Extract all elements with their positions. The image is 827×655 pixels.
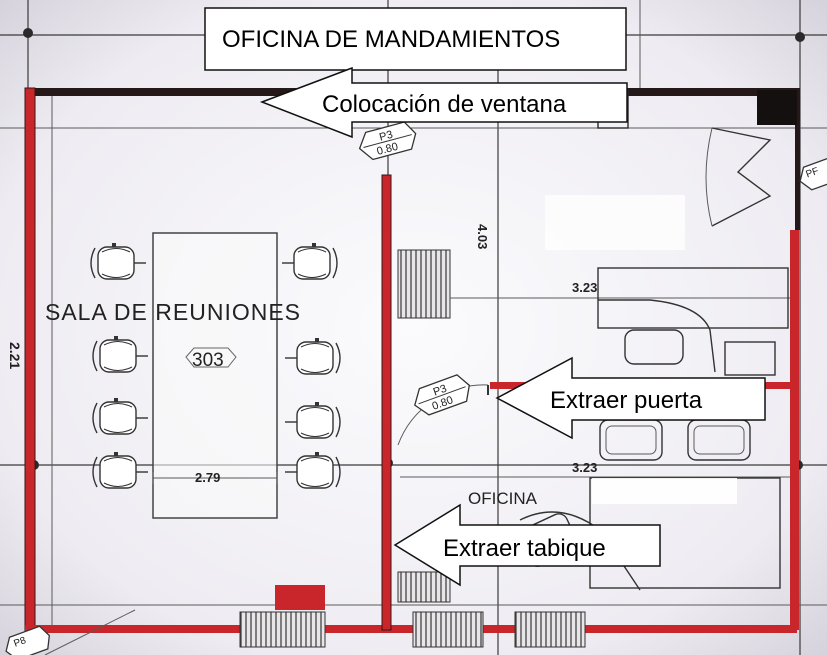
visitor-chair-inner <box>693 425 745 455</box>
visitor-chair-inner <box>605 425 657 455</box>
partition-note-callout: Extraer tabique <box>393 503 661 587</box>
tag-pf: PF <box>805 166 821 181</box>
office-label: OFICINA <box>468 489 538 508</box>
room-number: 303 <box>192 350 224 371</box>
door-tag-width: 0.80 <box>376 141 400 158</box>
door-tag: P3 0.80 <box>358 121 417 161</box>
hatched-block <box>397 571 451 603</box>
dimension-corridor: 4.03 <box>475 224 490 249</box>
door-note: Extraer puerta <box>550 387 703 414</box>
hatched-shaft <box>397 249 451 319</box>
door-tag-code: P3 <box>378 129 394 144</box>
desk-return <box>598 299 716 373</box>
office: 3.23 3.23 OFICINA <box>400 195 790 591</box>
wall-left <box>24 87 36 639</box>
grid-marker <box>795 32 805 42</box>
door-note-callout: Extraer puerta <box>495 356 766 440</box>
window-note: Colocación de ventana <box>322 91 567 118</box>
wall-right <box>790 230 799 630</box>
conference-table <box>152 232 278 519</box>
dimension-office-upper: 3.23 <box>572 280 597 295</box>
office-title: OFICINA DE MANDAMIENTOS <box>222 26 560 53</box>
hatched-block <box>412 611 484 648</box>
grid-marker <box>23 28 33 38</box>
left-arrow-callout <box>259 66 628 139</box>
blank-label-area <box>545 195 685 250</box>
meeting-room-label: SALA DE REUNIONES <box>45 299 301 325</box>
blank-label-area <box>592 478 737 504</box>
dimension-office-lower: 3.23 <box>572 460 597 475</box>
partition-note: Extraer tabique <box>443 535 606 562</box>
meeting-room: 2.79 2.21 SALA DE REUNIONES 303 <box>7 232 341 519</box>
door-tag-code: P3 <box>432 383 449 399</box>
dimension-table-span: 2.79 <box>195 470 220 485</box>
wall-bottom <box>25 625 797 633</box>
wall-right-upper <box>795 88 800 230</box>
hatched-blocks <box>239 249 586 648</box>
left-arrow-callout <box>393 503 661 587</box>
dimension-meeting-room-side: 2.21 <box>7 342 23 369</box>
tag-p8: P8 <box>12 635 28 650</box>
wall-partition <box>381 174 392 631</box>
office-desk-upper <box>597 267 789 329</box>
door-tag: P3 0.80 <box>414 374 470 416</box>
entrance-door: PF <box>705 127 827 227</box>
office-title-box: OFICINA DE MANDAMIENTOS <box>204 7 627 71</box>
hatched-block <box>514 611 586 648</box>
corridor: 4.03 P3 0.80 <box>397 224 490 446</box>
column-block <box>757 90 797 125</box>
hatched-block <box>239 611 326 648</box>
window-note-callout: Colocación de ventana <box>259 66 628 139</box>
office-chair <box>624 329 684 365</box>
bottom-red-block <box>275 585 325 610</box>
tag-bottom-left: P8 <box>5 625 51 655</box>
side-cabinet <box>724 341 776 376</box>
left-arrow-callout <box>495 356 766 440</box>
room-number-outline <box>185 347 237 368</box>
